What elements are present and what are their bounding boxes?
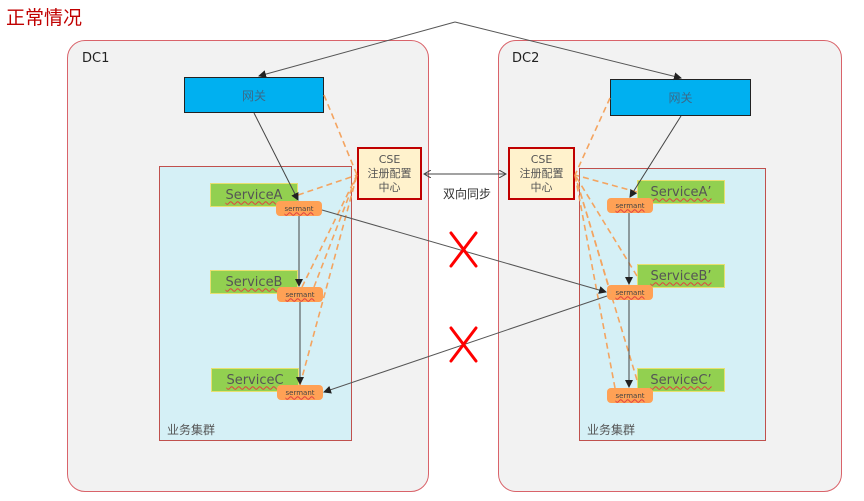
dc2-cse-line3: 中心 [530, 180, 553, 194]
dc1-sermant-b-label: sermant [285, 290, 315, 299]
dc1-service-cluster [159, 166, 352, 441]
dc2-gateway[interactable]: 网关 [610, 79, 751, 116]
dc1-gateway-label: 网关 [241, 88, 266, 103]
dc2-cluster-label: 业务集群 [587, 423, 636, 437]
dc2-sermant-c-label: sermant [615, 391, 645, 400]
dc2-service-c[interactable]: ServiceC’ [637, 368, 725, 392]
dc1-cse-line3: 中心 [378, 180, 401, 194]
dc1-service-b-label: ServiceB [225, 274, 283, 290]
blocked-marker-bottom [449, 326, 478, 363]
dc1-service-a-sermant[interactable]: sermant [276, 201, 322, 216]
dc1-gateway[interactable]: 网关 [184, 77, 324, 113]
dc2-service-a-sermant[interactable]: sermant [607, 198, 653, 213]
dc2-cse-line1: CSE [530, 152, 553, 166]
dc2-service-c-label: ServiceC’ [650, 372, 712, 388]
dc2-gateway-label: 网关 [668, 91, 693, 105]
dc2-service-a-label: ServiceA’ [650, 184, 712, 200]
dc1-label: DC1 [82, 51, 110, 66]
dc1-cse-line1: CSE [378, 152, 401, 166]
dc1-cluster-label: 业务集群 [167, 423, 216, 437]
dc2-sermant-b-label: sermant [615, 288, 645, 297]
dc1-sermant-a-label: sermant [284, 204, 314, 213]
bidirectional-sync-label: 双向同步 [443, 187, 492, 201]
dc1-service-c-label: ServiceC [226, 372, 284, 388]
dc2-sermant-a-label: sermant [615, 201, 645, 210]
dc1-service-c[interactable]: ServiceC [211, 368, 299, 392]
dc2-label: DC2 [512, 51, 540, 66]
dc2-cse-registry[interactable]: CSE 注册配置 中心 [508, 147, 575, 200]
dc1-service-c-sermant[interactable]: sermant [277, 385, 323, 400]
dc1-service-b-sermant[interactable]: sermant [277, 287, 323, 302]
dc1-cse-line2: 注册配置 [367, 166, 412, 180]
page-title: 正常情况 [6, 7, 83, 29]
blocked-marker-top [449, 231, 478, 268]
dc2-service-c-sermant[interactable]: sermant [607, 388, 653, 403]
dc2-service-b-label: ServiceB’ [650, 268, 712, 284]
dc1-cse-registry[interactable]: CSE 注册配置 中心 [357, 147, 422, 200]
dc1-sermant-c-label: sermant [285, 388, 315, 397]
dc1-service-a-label: ServiceA [225, 187, 283, 203]
dc2-service-b-sermant[interactable]: sermant [607, 285, 653, 300]
dc2-service-b[interactable]: ServiceB’ [637, 264, 725, 288]
dc2-cse-line2: 注册配置 [519, 166, 564, 180]
